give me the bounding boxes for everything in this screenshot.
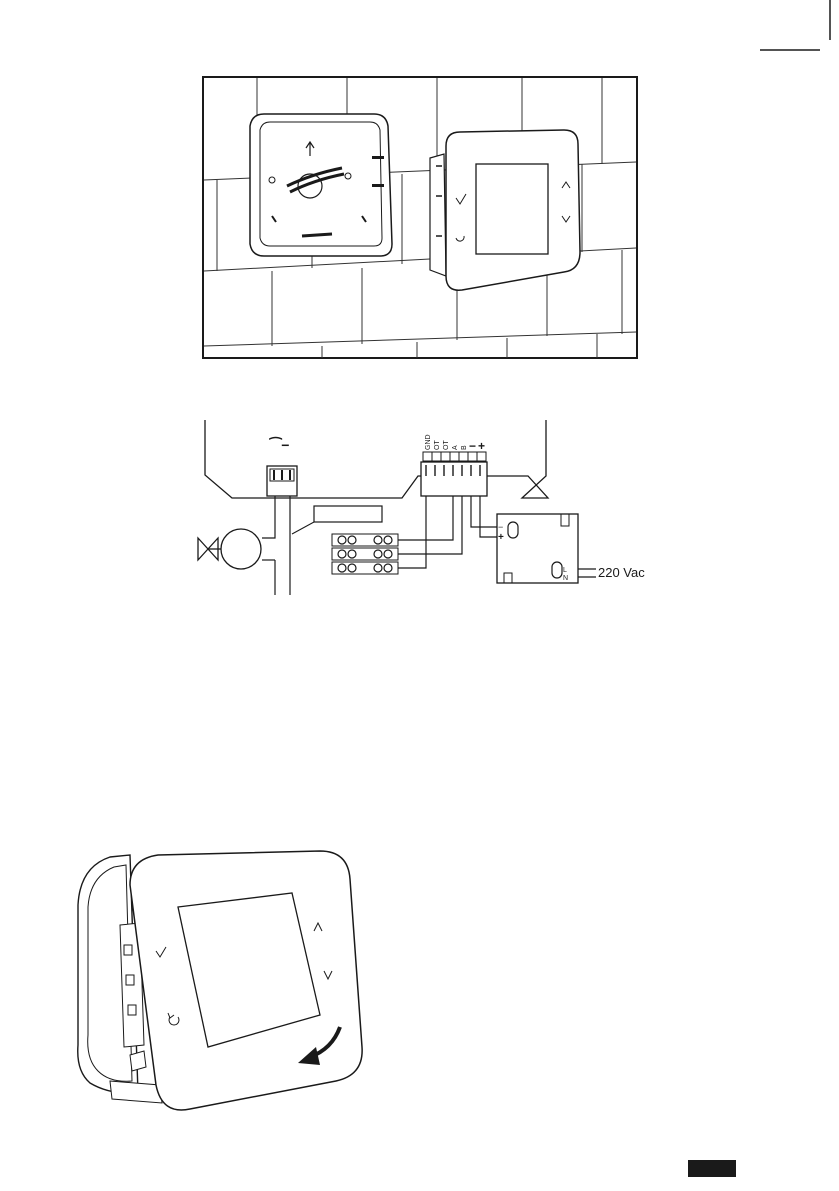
psu-l-label: L [563, 567, 567, 574]
terminal-strip [332, 534, 398, 574]
page-number-tab [688, 1160, 736, 1177]
relay-symbol: ⁀− [269, 436, 289, 453]
psu-n-label: N [563, 575, 568, 582]
terminal-label-gnd: GND [425, 434, 432, 450]
thermostat-removal-figure [70, 845, 370, 1115]
terminal-label-b: B [461, 445, 468, 450]
psu-plus-label: + [498, 532, 504, 543]
wiring-diagram: ⁀− GND OT OT A B − + [180, 410, 650, 595]
terminal-label-a: A [452, 445, 459, 450]
thermostat-front [430, 130, 580, 290]
supply-voltage-label: 220 Vac [598, 565, 645, 580]
bus-terminal-block [421, 462, 487, 496]
back-plate [250, 114, 392, 256]
terminal-label-ot2: OT [443, 440, 450, 450]
terminal-label-minus: − [469, 439, 476, 453]
crop-mark-icon [760, 0, 839, 60]
valve-icon [198, 529, 261, 569]
wire-label-box [314, 506, 382, 522]
wall-mount-figure [202, 76, 638, 359]
terminal-label-ot1: OT [434, 440, 441, 450]
psu-minus-label: − [498, 522, 503, 532]
terminal-label-plus: + [478, 439, 485, 453]
